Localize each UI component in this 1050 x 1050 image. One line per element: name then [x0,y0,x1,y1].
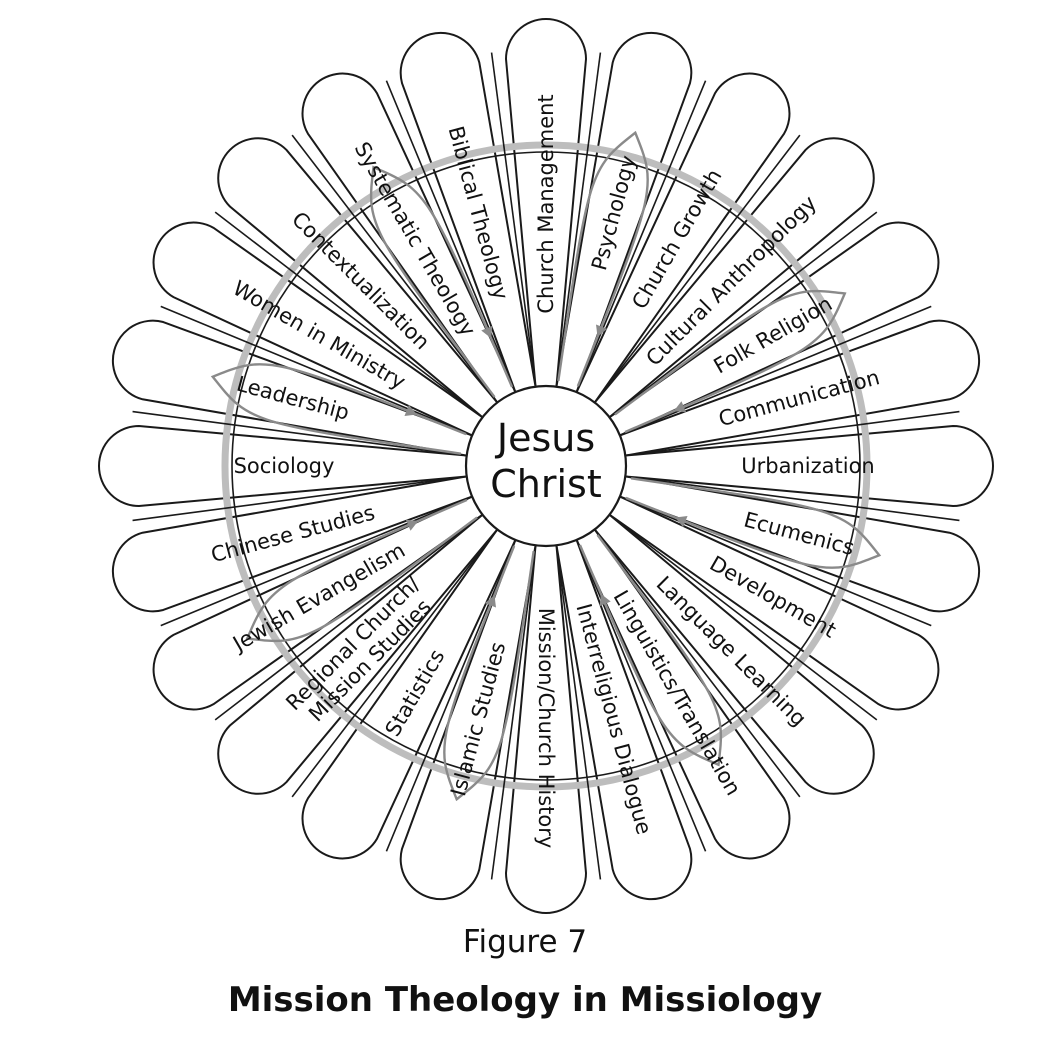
center-circle [464,384,628,548]
figure-number: Figure 7 [462,924,588,960]
petal-psychology [555,31,693,394]
petal-divider [555,52,602,387]
flow-arrowhead [673,401,687,413]
center-hub: Jesus Christ [464,384,628,548]
petal-systematic-theology [301,72,517,404]
flow-arrowhead [675,516,688,528]
petal-divider [619,305,932,437]
petal-church-management [504,18,588,388]
petal-linguistics-translation [575,528,791,860]
petal-interreligious-dialogue [555,538,693,901]
flow-arrowhead [405,519,419,531]
petal-divider [291,528,498,798]
petal-divider [594,134,801,404]
flow-loop [210,363,467,455]
petal-label-group: Urbanization [741,454,874,478]
petal-divider [160,305,473,437]
petal-divider [160,495,473,627]
petal-communication [618,319,981,457]
petal-divider [132,475,467,522]
petal-divider [608,211,878,418]
petal-mission-church-history [504,544,588,914]
flow-loop [245,498,478,643]
petal-label-urbanization: Urbanization [741,454,874,478]
flow-loop [614,289,847,434]
flow-arrowhead [404,404,417,416]
flow-arrowhead [484,595,496,608]
figure-title: Mission Theology in Missiology [227,980,823,1020]
petal-divider [625,410,960,457]
flow-arrowhead [596,324,608,337]
flow-loop [578,534,723,767]
petal-chinese-studies [111,475,474,613]
outer-ring-line [231,151,861,781]
flow-loop [369,165,514,398]
petal-divider [490,52,537,387]
petal-development [608,495,940,711]
petal-divider [619,495,932,627]
petal-divider [385,539,517,852]
petal-folk-religion [608,221,940,437]
center-label-line1: Jesus [495,416,595,460]
petal-label-group: Mission/Church History [534,608,558,849]
petal-divider [490,545,537,880]
petal-biblical-theology [399,31,537,394]
petal-jewish-evangelism [152,495,484,711]
flow-loop [443,545,535,802]
flow-arrowhead [481,325,493,339]
petal-divider [291,134,498,404]
petal-label-church-management: Church Management [534,94,558,313]
petal-divider [575,80,707,393]
petal-statistics [301,528,517,860]
petal-women-in-ministry [152,221,484,437]
petal-ecumenics [618,475,981,613]
petal-cultural-anthropology [593,137,875,419]
petal-divider [608,514,878,721]
petal-regional-church-mission-studies [217,513,499,795]
petal-divider [575,539,707,852]
petal-contextualization [217,137,499,419]
petal-layer [98,18,994,914]
flow-arrowhead [599,593,611,607]
petal-divider [214,211,484,418]
petal-language-learning [593,513,875,795]
petal-divider [594,528,801,798]
petal-church-growth [575,72,791,404]
petal-islamic-studies [399,538,537,901]
petal-divider [385,80,517,393]
flow-loop [625,477,882,569]
petal-divider [132,410,467,457]
petal-urbanization [624,424,994,508]
loop-layer [210,130,882,802]
petal-label-mission-church-history: Mission/Church History [534,608,558,849]
petal-label-group: Sociology [234,454,335,478]
petal-sociology [98,424,468,508]
petal-divider [625,475,960,522]
petal-label-group: Church Management [534,94,558,313]
outer-grey-ring [221,141,871,791]
petal-label-sociology: Sociology [234,454,335,478]
petal-divider [214,514,484,721]
center-label-line2: Christ [490,462,602,506]
spoke-layer [132,52,960,880]
petal-leadership [111,319,474,457]
flow-loop [557,130,649,387]
petal-divider [555,545,602,880]
